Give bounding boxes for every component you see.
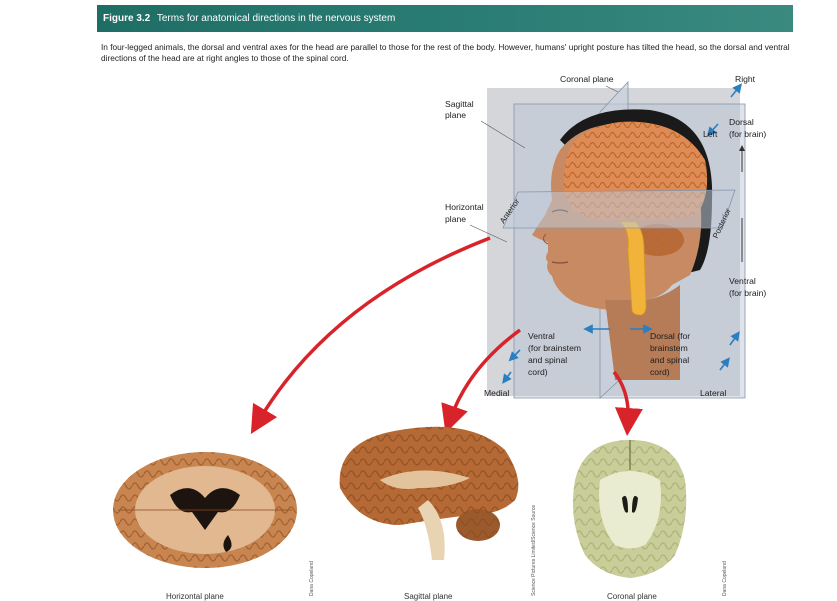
bottom-label-horizontal: Horizontal plane <box>166 592 224 601</box>
label-ventral-brain-1: Ventral <box>729 276 756 286</box>
coronal-slice-photo <box>572 440 687 578</box>
label-horizontal-plane-2: plane <box>445 214 467 224</box>
figure-number: Figure 3.2 <box>103 13 151 24</box>
horizontal-plane <box>502 189 736 229</box>
label-ventral-spine-2: (for brainstem <box>528 343 582 353</box>
photo-credit-3: Dana Copeland <box>722 561 728 596</box>
label-dorsal-spine-3: and spinal <box>650 355 690 365</box>
figure-title: Terms for anatomical directions in the n… <box>156 13 396 24</box>
label-sagittal-plane-1: Sagittal <box>445 99 474 109</box>
label-ventral-spine-1: Ventral <box>528 331 555 341</box>
bottom-label-sagittal: Sagittal plane <box>404 592 453 601</box>
photo-credit-2: Science Pictures Limited/Science Source <box>531 504 537 596</box>
figure-header: Figure 3.2 Terms for anatomical directio… <box>97 5 793 32</box>
label-dorsal-brain-2: (for brain) <box>729 129 767 139</box>
photo-credit-1: Dana Copeland <box>309 561 315 596</box>
arrow-to-sagittal <box>441 328 522 434</box>
label-dorsal-spine-2: brainstem <box>650 343 688 353</box>
label-ventral-spine-4: cord) <box>528 367 548 377</box>
label-sagittal-plane-2: plane <box>445 110 467 120</box>
label-right: Right <box>735 74 756 84</box>
sagittal-slice-photo <box>339 426 519 560</box>
label-dorsal-spine-4: cord) <box>650 367 670 377</box>
label-dorsal-spine-1: Dorsal (for <box>650 331 691 341</box>
figure-caption: In four-legged animals, the dorsal and v… <box>101 42 790 63</box>
label-lateral: Lateral <box>700 388 727 398</box>
arrow-to-coronal <box>612 370 643 436</box>
label-coronal-plane: Coronal plane <box>560 74 614 84</box>
arrow-to-horizontal <box>250 236 491 435</box>
label-left: Left <box>703 129 718 139</box>
label-ventral-spine-3: and spinal <box>528 355 568 365</box>
label-dorsal-brain-1: Dorsal <box>729 117 754 127</box>
bottom-label-coronal: Coronal plane <box>607 592 657 601</box>
horizontal-slice-photo <box>113 452 297 568</box>
label-horizontal-plane-1: Horizontal <box>445 202 484 212</box>
label-ventral-brain-2: (for brain) <box>729 288 767 298</box>
label-medial: Medial <box>484 388 510 398</box>
